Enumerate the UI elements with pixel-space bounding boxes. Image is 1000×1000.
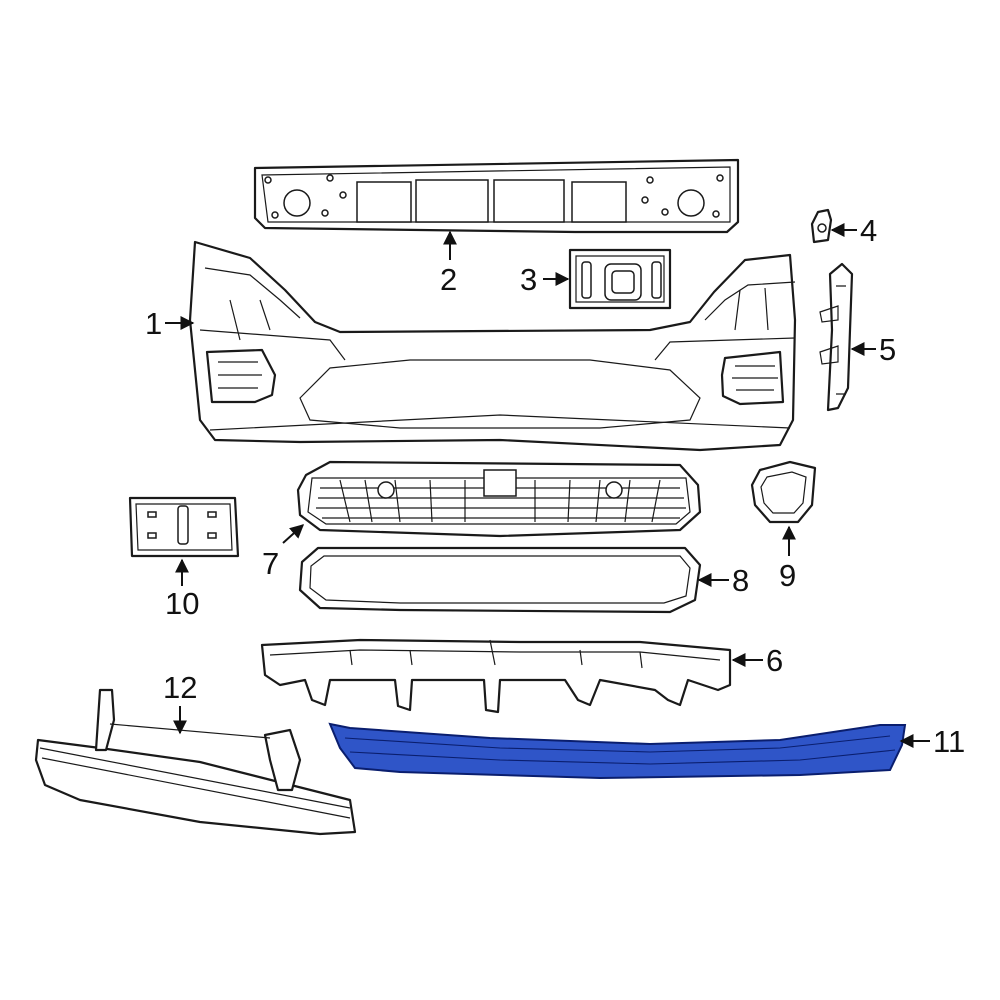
part-2-upper-reinforcement[interactable] bbox=[253, 158, 740, 234]
part-1-bumper-fascia[interactable] bbox=[188, 240, 797, 452]
callout-label: 9 bbox=[779, 558, 796, 593]
callout-4[interactable]: 4 bbox=[830, 213, 877, 248]
callout-label: 5 bbox=[879, 332, 896, 367]
callout-10[interactable]: 10 bbox=[165, 558, 199, 621]
part-8-lower-surround[interactable] bbox=[298, 546, 702, 614]
callout-1[interactable]: 1 bbox=[145, 306, 195, 341]
callout-8[interactable]: 8 bbox=[697, 563, 749, 598]
callout-label: 3 bbox=[520, 262, 537, 297]
callout-12[interactable]: 12 bbox=[163, 670, 197, 735]
callout-9[interactable]: 9 bbox=[779, 525, 796, 593]
callout-3[interactable]: 3 bbox=[520, 262, 570, 297]
callout-11[interactable]: 11 bbox=[899, 724, 965, 759]
part-3-bracket[interactable] bbox=[568, 248, 672, 310]
callout-7[interactable]: 7 bbox=[262, 524, 305, 581]
part-10-license-bracket[interactable] bbox=[128, 496, 240, 558]
callout-2[interactable]: 2 bbox=[440, 230, 457, 297]
callout-label: 2 bbox=[440, 262, 457, 297]
callout-label: 1 bbox=[145, 306, 162, 341]
callout-label: 8 bbox=[732, 563, 749, 598]
callout-label: 12 bbox=[163, 670, 197, 705]
part-9-fog-bezel[interactable] bbox=[750, 460, 817, 524]
callout-label: 4 bbox=[860, 213, 877, 248]
callout-label: 11 bbox=[933, 724, 965, 759]
part-12-bumper-beam[interactable] bbox=[34, 688, 357, 836]
callout-label: 10 bbox=[165, 586, 199, 621]
part-5-side-bracket[interactable] bbox=[819, 262, 854, 412]
callout-5[interactable]: 5 bbox=[850, 332, 896, 367]
part-7-grille[interactable] bbox=[296, 460, 702, 538]
part-11-air-dam[interactable] bbox=[328, 722, 907, 780]
part-4-clip[interactable] bbox=[810, 208, 833, 244]
callout-label: 7 bbox=[262, 546, 279, 581]
callout-label: 6 bbox=[766, 643, 783, 678]
callout-6[interactable]: 6 bbox=[731, 643, 783, 678]
part-6-support-bracket[interactable] bbox=[260, 638, 732, 714]
